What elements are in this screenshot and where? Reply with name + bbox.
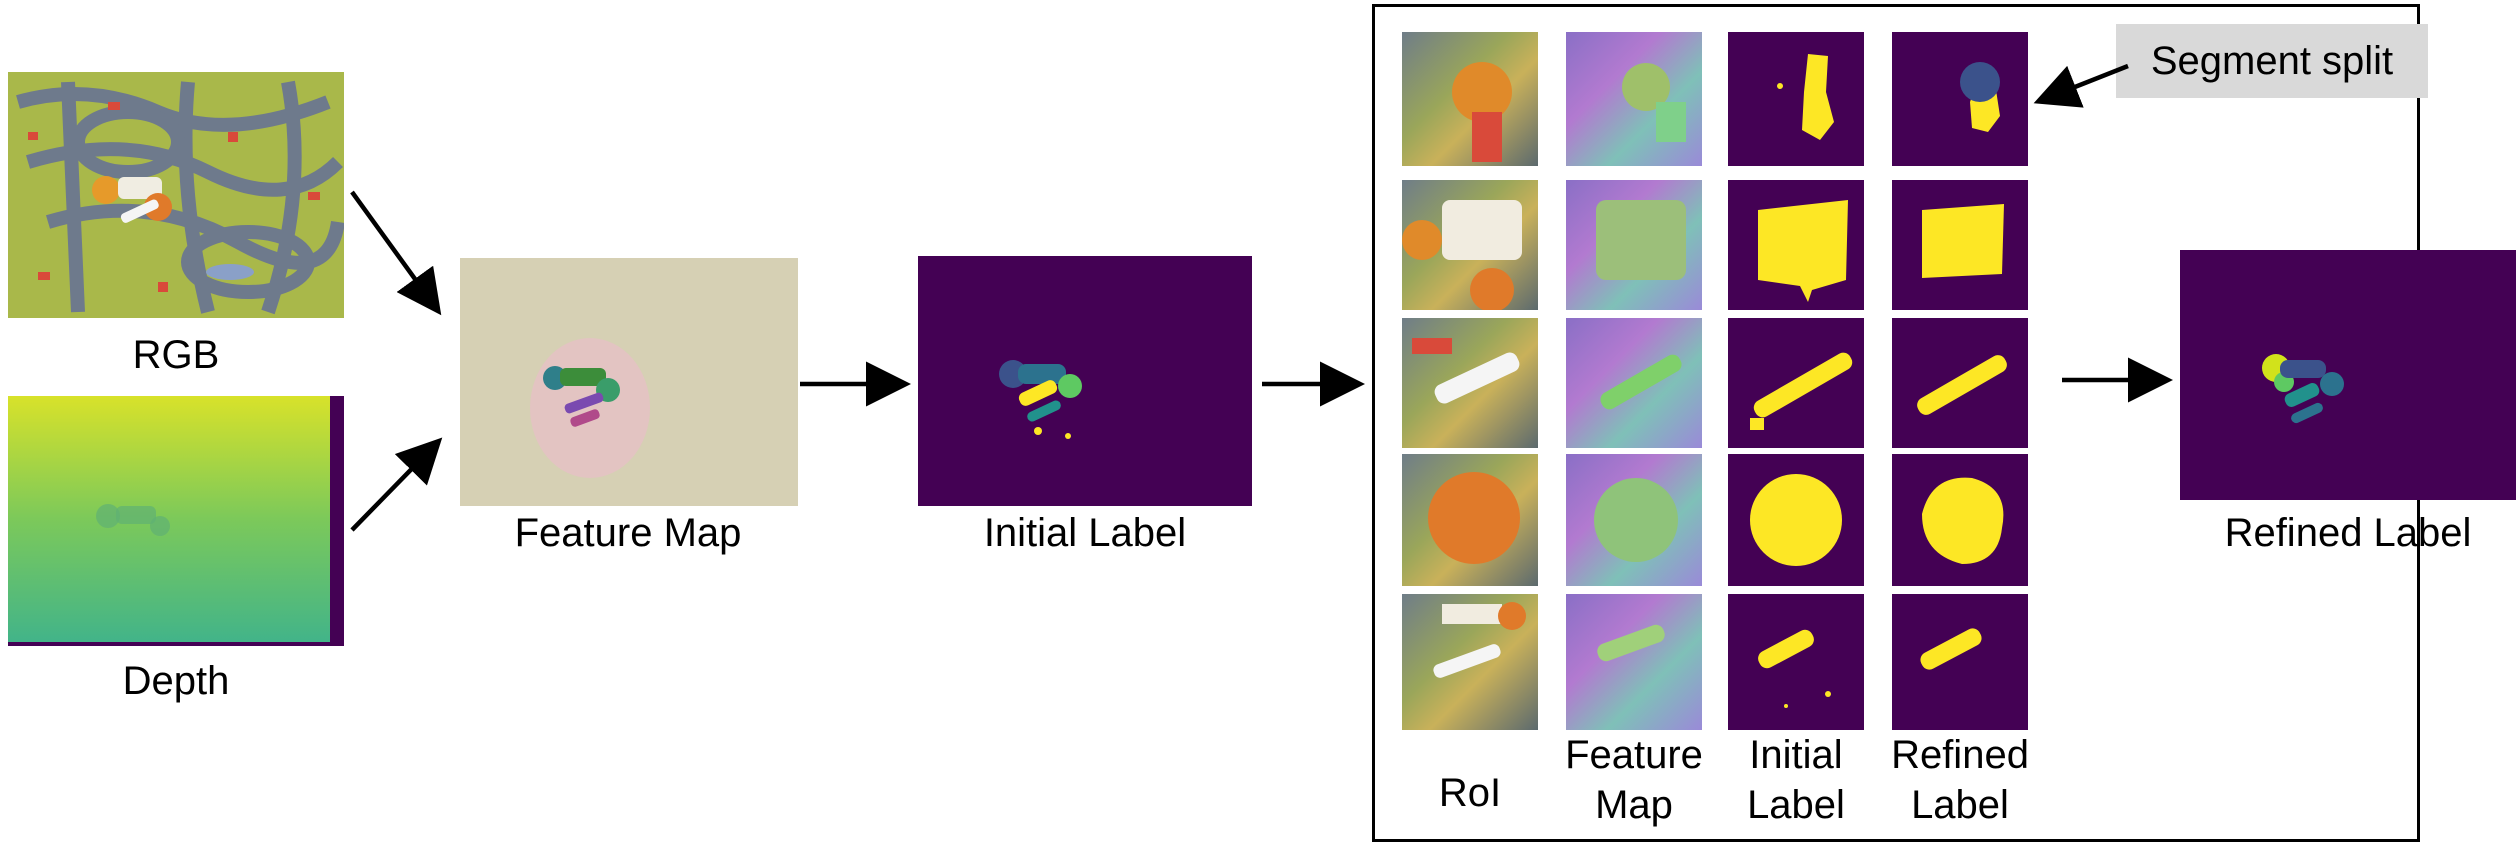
roi-row-3 — [1402, 318, 1538, 448]
initial-row-1 — [1728, 32, 1864, 166]
feature-row-2 — [1566, 180, 1702, 310]
panel-col-feature-map: Feature Map — [1565, 733, 1703, 827]
depth-caption: Depth — [122, 659, 230, 703]
refined-row-1 — [1892, 32, 2028, 166]
panel-col-roi: RoI — [1438, 771, 1502, 815]
refined-label-caption: Refined Label — [2224, 511, 2472, 555]
initial-row-4 — [1728, 454, 1864, 586]
initial-label-caption: Initial Label — [983, 511, 1187, 555]
roi-row-1 — [1402, 32, 1538, 166]
arrow-rgb-to-feature — [350, 190, 442, 316]
initial-row-3 — [1728, 318, 1864, 448]
refined-row-2 — [1892, 180, 2028, 310]
initial-label-image — [918, 256, 1252, 506]
feature-row-1 — [1566, 32, 1702, 166]
feature-row-5 — [1566, 594, 1702, 730]
panel-col-initial-label: Initial Label — [1747, 733, 1845, 827]
feature-map-image — [460, 258, 798, 506]
refined-row-3 — [1892, 318, 2028, 448]
initial-row-5 — [1728, 594, 1864, 730]
arrow-depth-to-feature — [350, 437, 443, 532]
depth-image — [8, 396, 344, 646]
refined-row-5 — [1892, 594, 2028, 730]
refined-label-image — [2180, 250, 2516, 500]
roi-row-4 — [1402, 454, 1538, 586]
feature-row-3 — [1566, 318, 1702, 448]
panel-col-refined-label: Refined Label — [1891, 733, 2029, 827]
rgb-image — [8, 72, 344, 318]
initial-row-2 — [1728, 180, 1864, 310]
roi-row-5 — [1402, 594, 1538, 730]
refined-row-4 — [1892, 454, 2028, 586]
feature-row-4 — [1566, 454, 1702, 586]
feature-map-caption: Feature Map — [514, 511, 742, 555]
segment-split-callout: Segment split — [2116, 24, 2428, 98]
rgb-caption: RGB — [132, 333, 220, 377]
roi-row-2 — [1402, 180, 1538, 310]
arrow-callout-to-split — [2033, 63, 2129, 108]
